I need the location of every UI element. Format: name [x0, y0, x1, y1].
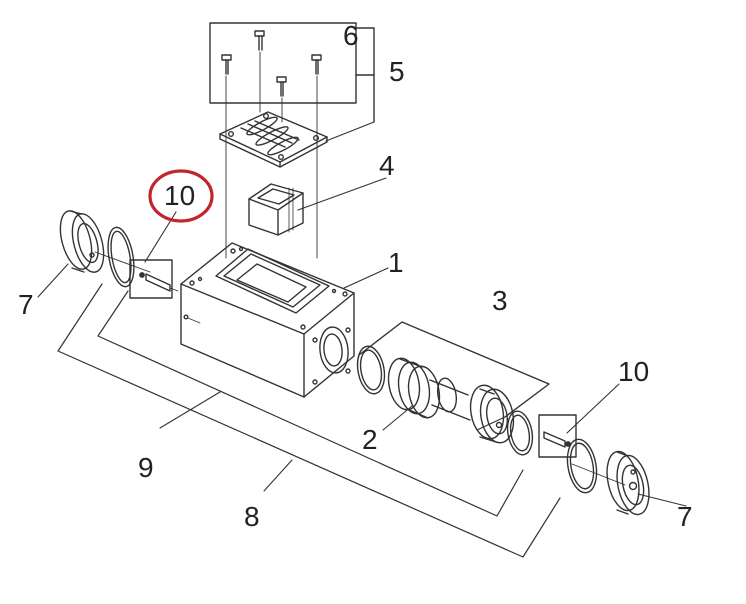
callout-6: 6 [343, 20, 359, 51]
callout-10-left: 10 [164, 180, 196, 211]
callout-4: 4 [379, 150, 395, 181]
screws [221, 30, 322, 259]
callout-3: 3 [492, 285, 508, 316]
pin-left [129, 259, 179, 299]
callout-7-right: 7 [677, 501, 693, 532]
pin-right [538, 414, 577, 458]
callout-10-right: 10 [618, 356, 650, 387]
screw [221, 54, 232, 75]
screw-group-bracket [209, 22, 375, 123]
callout-1: 1 [388, 247, 404, 278]
o-ring-mid [356, 345, 386, 395]
end-cap-left [59, 210, 151, 273]
callout-9: 9 [138, 452, 154, 483]
o-ring-left [107, 226, 135, 288]
end-cap-right [571, 450, 650, 516]
screw [276, 76, 287, 97]
o-ring-right-outer [566, 438, 598, 494]
callout-2: 2 [362, 424, 378, 455]
screw [254, 30, 265, 51]
housing-body [180, 242, 355, 398]
callout-7-left: 7 [18, 289, 34, 320]
kit-brackets [57, 283, 561, 558]
callout-8: 8 [244, 501, 260, 532]
callout-5: 5 [389, 56, 405, 87]
highlight-circle [148, 169, 214, 223]
cover-plate [219, 111, 328, 168]
screw [311, 54, 322, 75]
gasket [248, 183, 304, 236]
o-ring-right-inner [506, 410, 534, 456]
